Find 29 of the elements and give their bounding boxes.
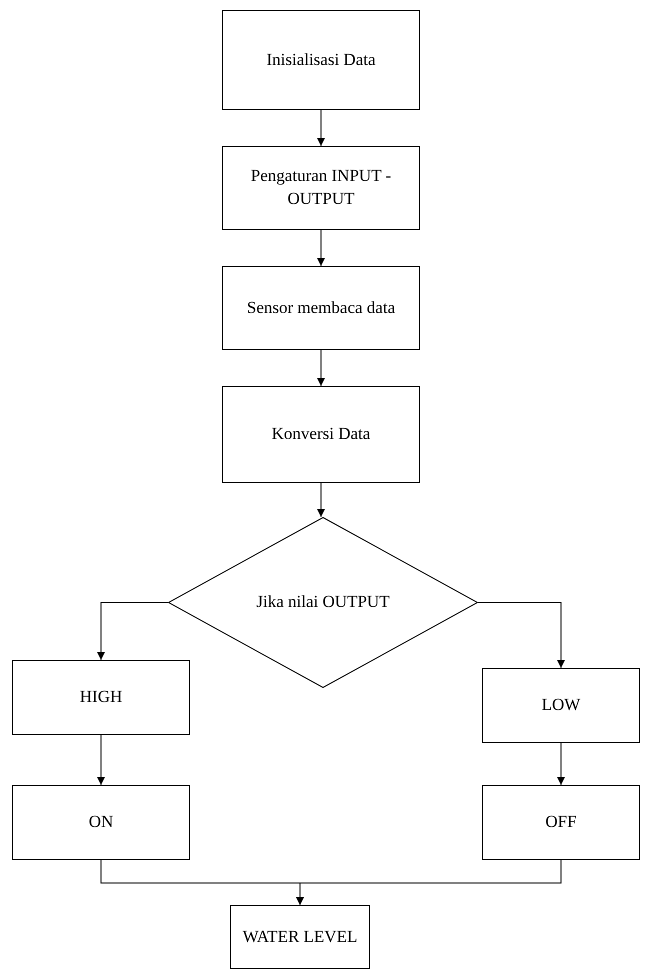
step-text: LOW <box>542 694 580 716</box>
arrow <box>557 742 565 786</box>
process-box <box>482 668 640 743</box>
step-text: WATER LEVEL <box>242 926 358 948</box>
step-text: Sensor membaca data <box>246 296 396 319</box>
arrow <box>317 482 325 518</box>
step-text: Inisialisasi Data <box>266 48 376 71</box>
step-text: HIGH <box>80 686 122 708</box>
process-box <box>222 146 420 230</box>
process-box <box>230 905 370 969</box>
step-text: ON <box>88 811 114 834</box>
process-box <box>222 10 420 110</box>
process-box <box>482 785 640 860</box>
arrow <box>97 734 105 786</box>
arrow <box>317 110 325 146</box>
process-box <box>222 266 420 350</box>
step-text: Pengaturan INPUT - OUTPUT <box>250 165 392 210</box>
decision-text: Jika nilai OUTPUT <box>256 591 390 614</box>
decision-diamond <box>168 517 478 688</box>
step-text: OFF <box>545 811 577 834</box>
arrow <box>317 350 325 386</box>
arrow <box>317 230 325 266</box>
process-box <box>12 660 190 735</box>
process-box <box>12 785 190 860</box>
process-box <box>222 386 420 483</box>
step-text: Konversi Data <box>272 423 370 446</box>
arrow <box>97 602 168 660</box>
arrow <box>478 602 565 668</box>
arrow <box>296 860 562 906</box>
